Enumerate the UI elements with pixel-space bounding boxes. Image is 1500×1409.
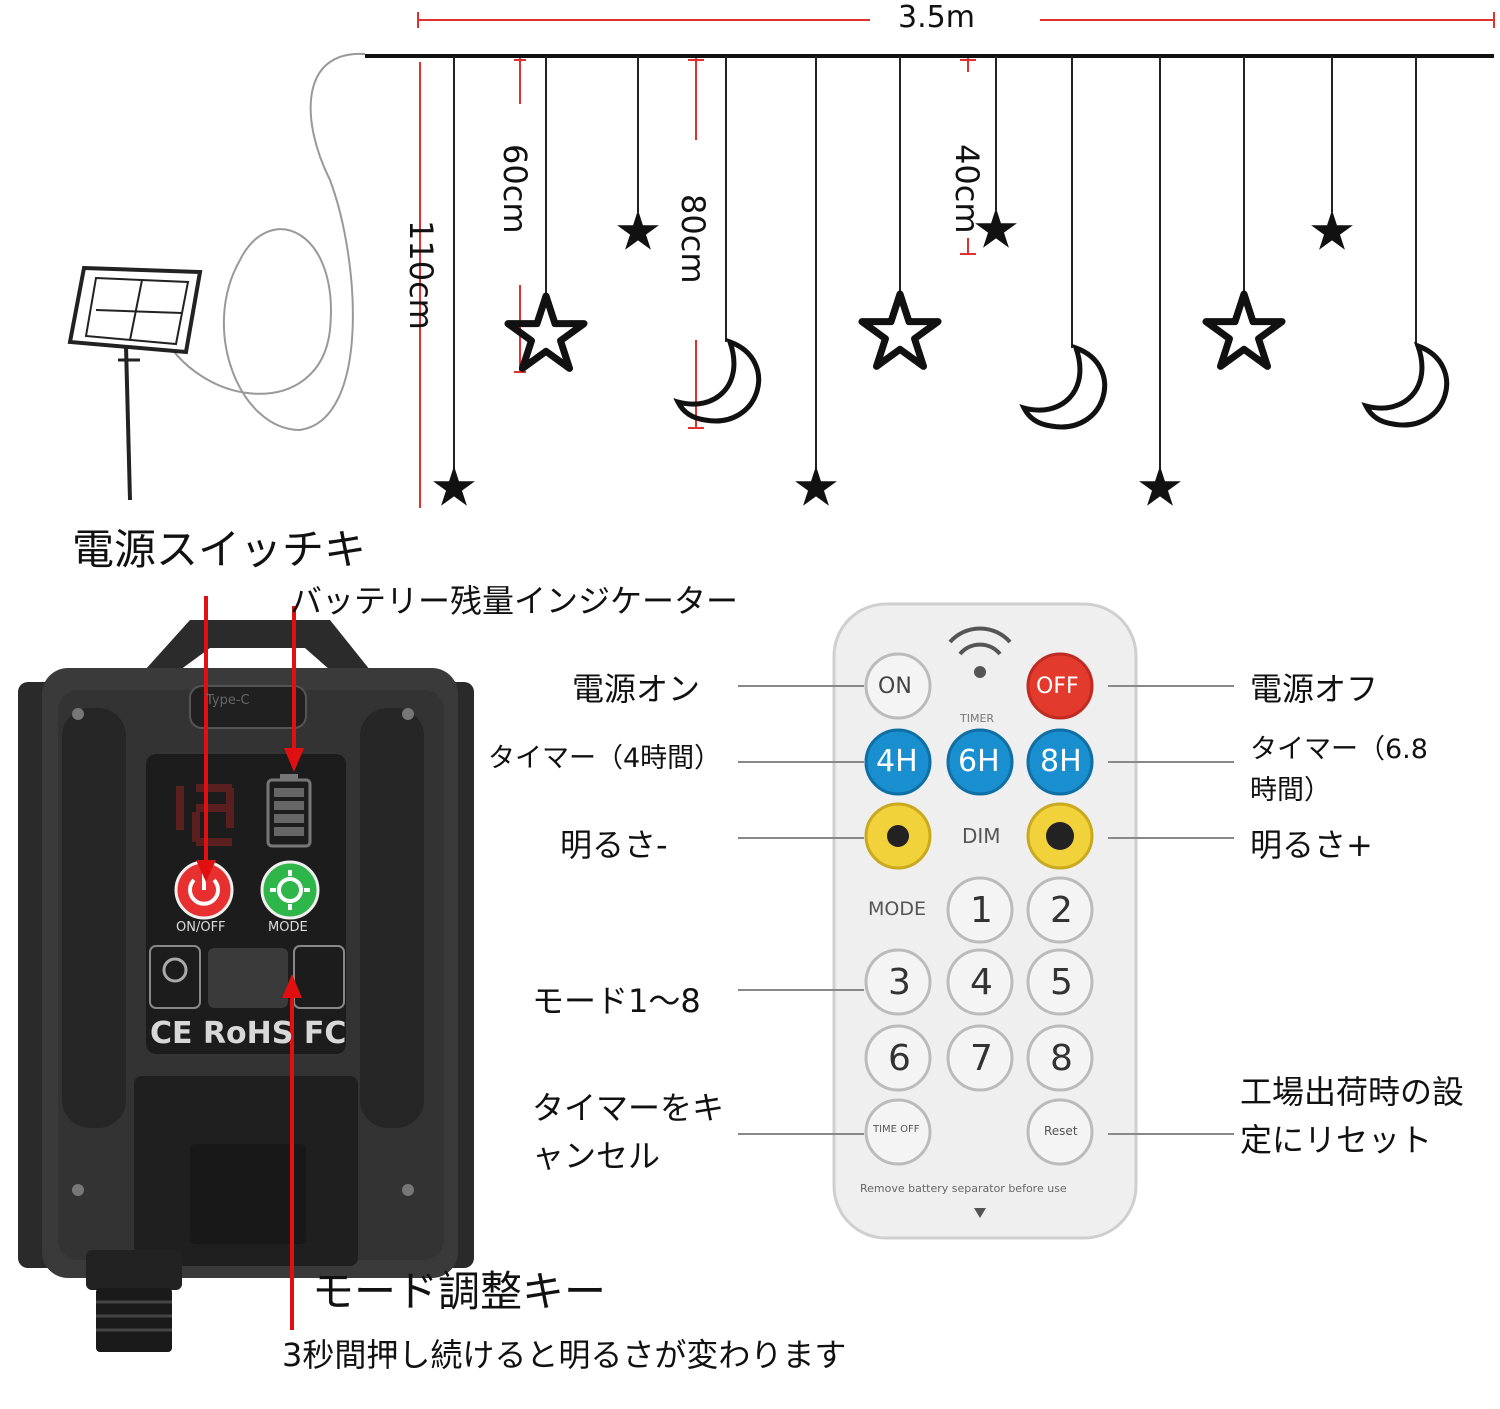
controller-text-mode: MODE — [268, 920, 308, 935]
drop-label-40: 40cm — [948, 144, 986, 234]
remote-dim-caption: DIM — [962, 824, 1001, 848]
star-small-icon — [1139, 466, 1181, 506]
remote-5-button[interactable]: 5 — [1050, 962, 1073, 1003]
remote-on-button[interactable]: ON — [878, 674, 912, 699]
controller-text-onoff: ON/OFF — [176, 920, 226, 935]
callout-arrows — [196, 596, 304, 1330]
remote-timer-caption: TIMER — [960, 712, 995, 725]
drop-strings — [453, 56, 1417, 470]
moon-icon — [673, 337, 761, 424]
remote-reset-button[interactable]: Reset — [1044, 1124, 1078, 1138]
width-label: 3.5m — [898, 0, 975, 35]
battery-indicator-title: バッテリー残量インジケーター — [290, 582, 739, 620]
on-off-button[interactable] — [174, 860, 234, 920]
remote-1-button[interactable]: 1 — [970, 890, 993, 931]
drop-label-60: 60cm — [496, 144, 534, 234]
moon-icon — [1361, 341, 1449, 428]
power-key-title: 電源スイッチキ — [72, 525, 367, 574]
moons — [673, 337, 1449, 430]
label-power-on: 電源オン — [572, 670, 701, 708]
star-small-icon — [617, 210, 659, 250]
lighting-icon — [149, 945, 201, 1009]
hang-loop — [145, 620, 370, 670]
curtain-schematic — [67, 12, 1495, 520]
star-small-icon — [433, 466, 475, 506]
star-small-icon — [795, 466, 837, 506]
remote-off-button[interactable]: OFF — [1036, 674, 1079, 699]
label-brightness-plus: 明るさ+ — [1250, 826, 1373, 864]
cable-connector — [86, 1250, 182, 1290]
remote-sensor-icon — [293, 945, 345, 1009]
remote-control — [832, 602, 1138, 1240]
mode-key-note: 3秒間押し続けると明るさが変わります — [282, 1336, 847, 1374]
outline-stars — [508, 294, 1282, 368]
star-small-icon — [975, 208, 1017, 248]
mode-key-title: モード調整キー — [312, 1267, 607, 1316]
star-small-icon — [1311, 210, 1353, 250]
drop-label-80: 80cm — [674, 194, 712, 284]
label-timer-4: タイマー（4時間） — [488, 743, 722, 774]
label-brightness-minus: 明るさ- — [560, 826, 668, 864]
star-outline-icon — [862, 294, 938, 366]
mode-button[interactable] — [260, 860, 320, 920]
star-outline-icon — [508, 296, 584, 368]
remote-bottom-note: Remove battery separator before use — [860, 1182, 1067, 1195]
width-dimension — [417, 12, 1495, 28]
controller-box — [18, 596, 474, 1352]
drop-dimensions — [419, 58, 976, 508]
port-label: Type-C — [206, 693, 250, 708]
arrow-down-icon — [974, 1208, 986, 1218]
moon-icon — [1019, 343, 1107, 430]
star-outline-icon — [1206, 294, 1282, 366]
label-factory-reset: 工場出荷時の設定にリセット — [1240, 1073, 1465, 1159]
label-timer-68: タイマー（6.8時間） — [1250, 734, 1428, 806]
remote-2-button[interactable]: 2 — [1050, 890, 1073, 931]
drop-label-110: 110cm — [402, 220, 440, 330]
solar-panel — [67, 265, 203, 501]
remote-timeoff-button[interactable]: TIME OFF — [873, 1124, 920, 1135]
label-cancel-timer: タイマーをキャンセル — [532, 1089, 725, 1175]
cert-marks: CE RoHS FC — [150, 1016, 347, 1051]
remote-8-button[interactable]: 8 — [1050, 1038, 1073, 1079]
remote-4h-button[interactable]: 4H — [876, 744, 918, 779]
remote-7-button[interactable]: 7 — [970, 1038, 993, 1079]
label-power-off: 電源オフ — [1250, 670, 1379, 708]
remote-6-button[interactable]: 6 — [888, 1038, 911, 1079]
remote-mode-caption: MODE — [868, 898, 926, 920]
segment-display — [176, 784, 234, 846]
remote-4-button[interactable]: 4 — [970, 962, 993, 1003]
small-stars — [433, 208, 1353, 506]
remote-3-button[interactable]: 3 — [888, 962, 911, 1003]
remote-6h-button[interactable]: 6H — [958, 744, 1000, 779]
battery-indicator-icon — [266, 774, 312, 848]
label-modes: モード1～8 — [532, 982, 701, 1020]
type-c-port[interactable] — [189, 685, 307, 729]
remote-8h-button[interactable]: 8H — [1040, 744, 1082, 779]
signal-icon — [948, 626, 1012, 678]
solar-cable — [159, 52, 366, 432]
